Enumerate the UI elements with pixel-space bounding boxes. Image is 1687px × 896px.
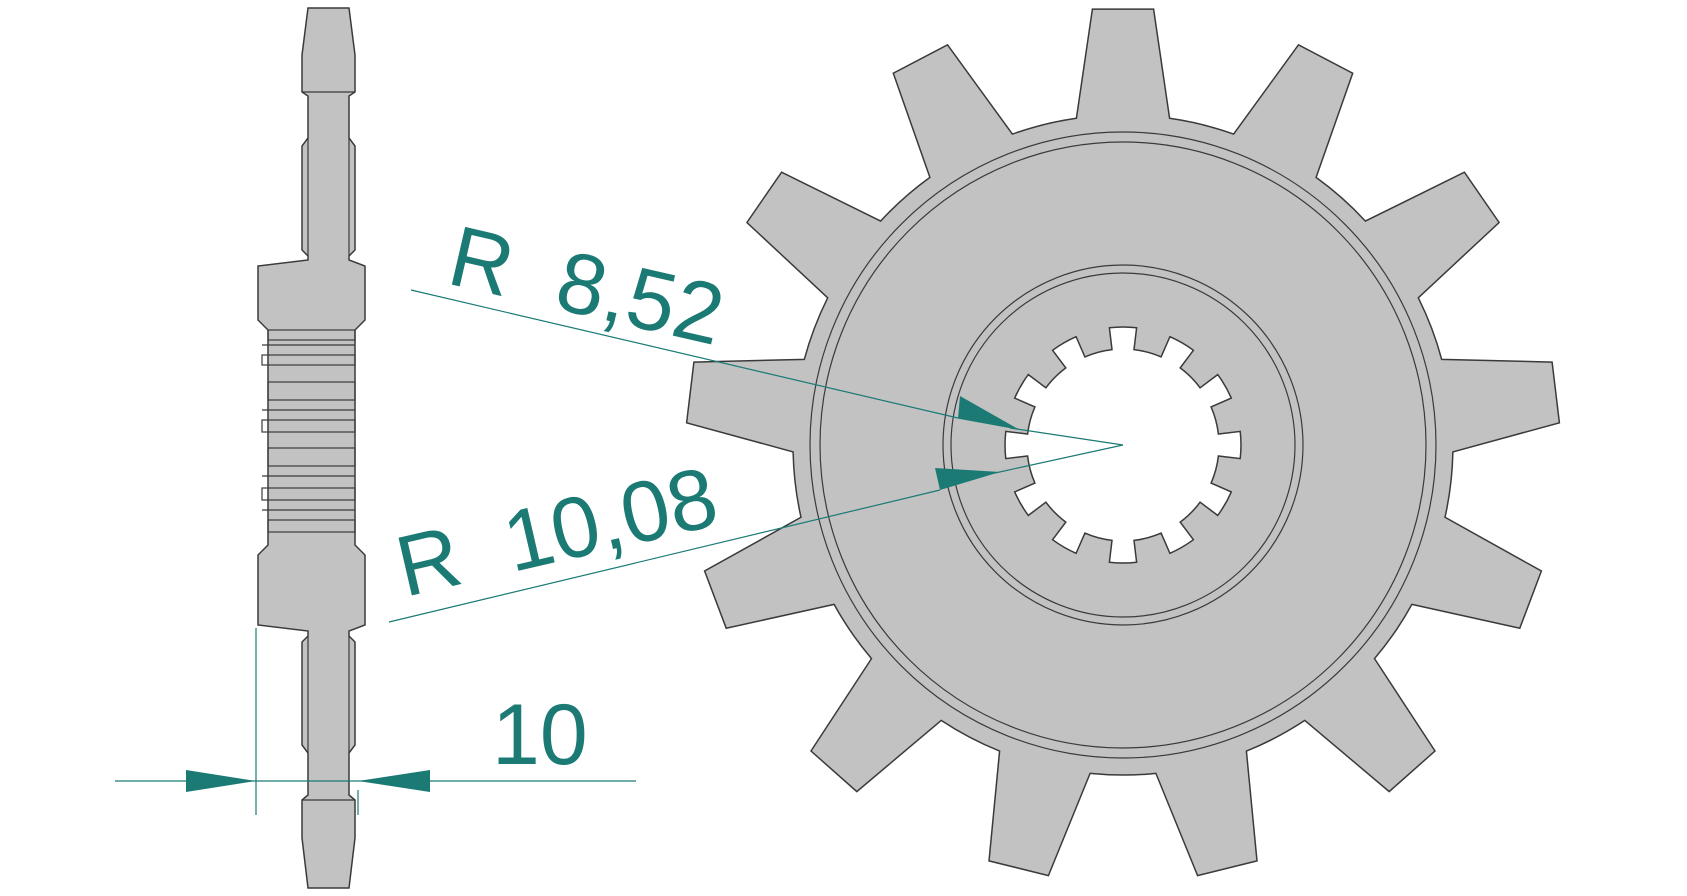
radius-line-outer	[994, 444, 1124, 474]
arrowhead	[935, 468, 1000, 490]
sprocket-hub-ring	[950, 272, 1296, 618]
thickness-label: 10	[492, 687, 588, 783]
sprocket-side-view	[257, 7, 366, 889]
arrowhead	[358, 770, 430, 792]
radius-line-inner	[1009, 427, 1124, 446]
radius-leader-outer	[388, 489, 941, 623]
sprocket-ring	[819, 141, 1427, 749]
side-spline-grooves	[261, 329, 356, 533]
sprocket-ring	[809, 131, 1437, 759]
arrowhead	[186, 770, 256, 792]
radius-leader-inner	[410, 289, 959, 419]
sprocket-hub-ring	[942, 264, 1304, 626]
leader-ext	[957, 417, 1019, 430]
outer-radius-label: R 10,08	[388, 449, 726, 616]
inner-radius-label: R 8,52	[441, 208, 733, 364]
sprocket-front-view	[685, 8, 1561, 877]
